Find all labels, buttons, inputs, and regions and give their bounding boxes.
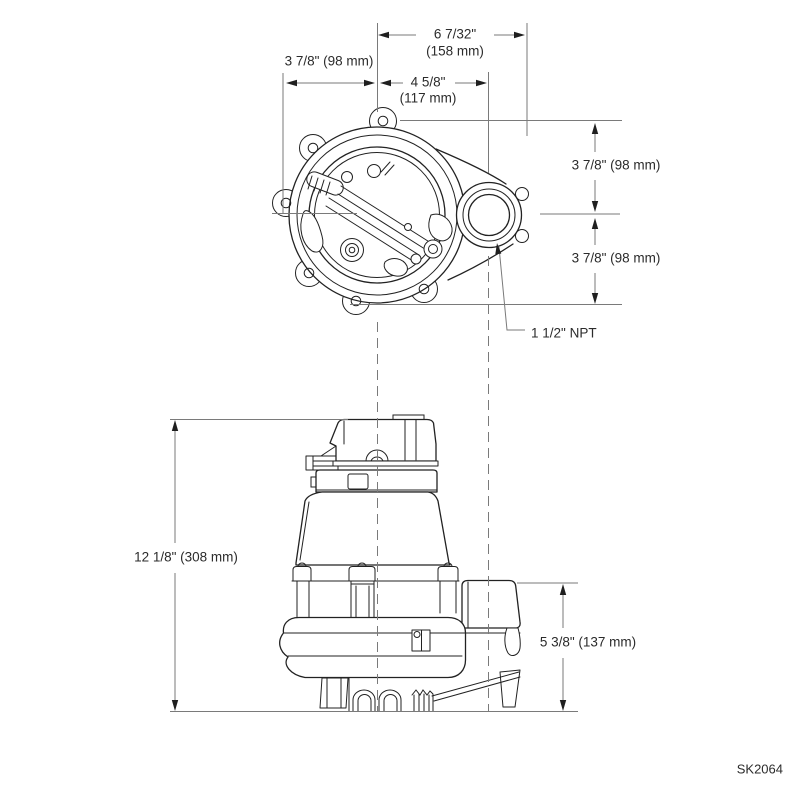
discharge-elbow bbox=[461, 579, 521, 629]
extension-lines bbox=[170, 23, 622, 712]
pump-top-view bbox=[272, 107, 529, 315]
handle-and-casting-details bbox=[300, 161, 453, 277]
dim-left-width-label: 3 7/8" (98 mm) bbox=[285, 54, 374, 69]
dim-left-width: 3 7/8" (98 mm) bbox=[285, 54, 375, 87]
dim-discharge-height: 5 3/8" (137 mm) bbox=[540, 584, 636, 711]
rear-leg bbox=[499, 669, 521, 708]
dim-port-offset-mm-label: (117 mm) bbox=[400, 91, 457, 106]
discharge-port-bore bbox=[467, 193, 511, 237]
dimension-annotations: 6 7/32" (158 mm) 3 7/8" (98 mm) 4 5/8" (… bbox=[134, 23, 660, 712]
motor-cap bbox=[329, 418, 437, 462]
discharge-spout bbox=[435, 148, 529, 281]
upper-collar bbox=[315, 469, 438, 493]
dim-discharge-height-label: 5 3/8" (137 mm) bbox=[540, 635, 636, 650]
handle-grip bbox=[306, 171, 344, 196]
callout-npt-label: 1 1/2" NPT bbox=[531, 326, 597, 341]
horizontal-centerline bbox=[272, 213, 620, 215]
centerlines bbox=[272, 213, 620, 711]
motor-housing bbox=[295, 491, 451, 566]
dim-right-upper-label: 3 7/8" (98 mm) bbox=[572, 158, 661, 173]
dim-overall-width: 6 7/32" (158 mm) bbox=[378, 27, 525, 59]
impeller-bolt bbox=[340, 238, 364, 262]
volute-casing bbox=[279, 616, 467, 679]
dim-overall-height-label: 12 1/8" (308 mm) bbox=[134, 550, 238, 565]
seal-flange-bolts bbox=[291, 562, 460, 582]
sheet-code: SK2064 bbox=[737, 762, 783, 777]
dim-right-lower-label: 3 7/8" (98 mm) bbox=[572, 251, 661, 266]
callout-npt: 1 1/2" NPT bbox=[495, 243, 597, 341]
dim-right-lower: 3 7/8" (98 mm) bbox=[572, 218, 661, 304]
dim-overall-height: 12 1/8" (308 mm) bbox=[134, 420, 238, 711]
handle-bars bbox=[325, 185, 432, 264]
dim-port-offset-in-label: 4 5/8" bbox=[411, 75, 446, 90]
dim-overall-width-mm-label: (158 mm) bbox=[426, 44, 484, 59]
dim-port-offset: 4 5/8" (117 mm) bbox=[380, 75, 487, 106]
seal-plate-ribs bbox=[296, 580, 457, 621]
discharge-port-flange bbox=[455, 181, 523, 249]
pump-side-view bbox=[279, 414, 521, 712]
lug-bolts bbox=[280, 115, 430, 307]
dim-right-upper: 3 7/8" (98 mm) bbox=[572, 123, 661, 212]
base-and-strainer bbox=[319, 677, 434, 712]
discharge-port-od bbox=[462, 188, 516, 242]
dim-overall-width-in-label: 6 7/32" bbox=[434, 27, 477, 42]
